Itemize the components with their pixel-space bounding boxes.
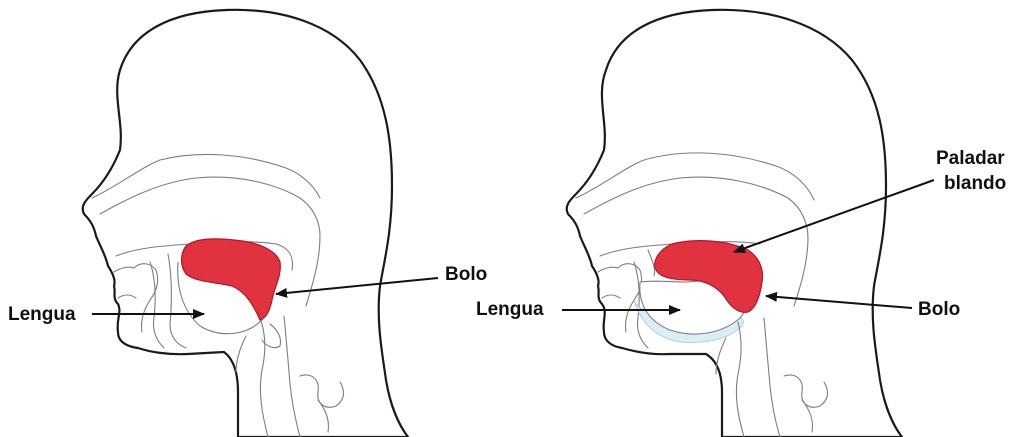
right-palate-label-line2: blando [944, 173, 1006, 194]
right-tongue-label: Lengua [476, 299, 544, 320]
right-head-panel [567, 10, 902, 437]
left-head-outline [83, 10, 408, 437]
left-tongue-label: Lengua [8, 304, 76, 325]
left-head-panel [83, 10, 408, 437]
right-palate-label-line1: Paladar [936, 148, 1005, 169]
left-bolus-label: Bolo [445, 264, 487, 285]
right-bolus-label: Bolo [918, 299, 960, 320]
right-head-outline [567, 10, 902, 437]
